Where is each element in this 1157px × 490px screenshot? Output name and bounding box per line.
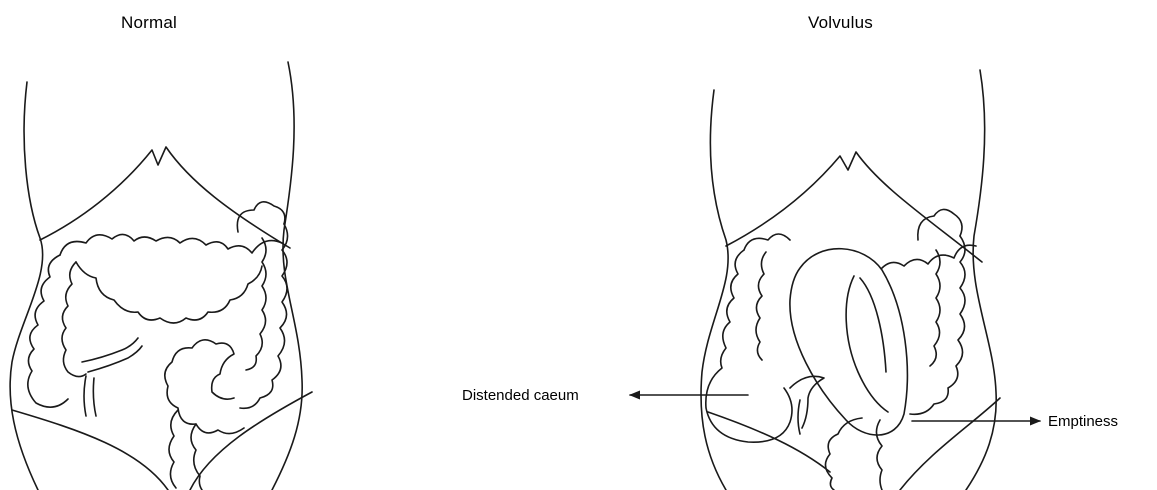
volvulus-ribcage-line xyxy=(726,152,982,262)
normal-descending-colon-inner xyxy=(246,238,266,370)
volvulus-descending-colon-inner xyxy=(930,250,940,366)
normal-abdomen-illustration xyxy=(10,62,312,490)
normal-ascending-colon xyxy=(28,255,68,407)
volvulus-sigmoid-loop-twist xyxy=(846,276,888,412)
volvulus-flexure-lobes xyxy=(918,209,962,240)
distended-caecum-label: Distended caeum xyxy=(462,387,579,404)
volvulus-distended-caecum xyxy=(706,250,792,442)
normal-torso-right-outline xyxy=(272,62,302,490)
volvulus-abdomen-illustration xyxy=(630,70,1040,490)
volvulus-pelvic-line-right xyxy=(900,398,1000,490)
normal-flexure-lobes xyxy=(237,202,285,232)
emptiness-label: Emptiness xyxy=(1048,413,1118,430)
volvulus-torso-right-outline xyxy=(966,70,996,490)
normal-appendix xyxy=(82,338,142,416)
volvulus-transverse-colon xyxy=(744,234,976,268)
volvulus-pelvic-line-left xyxy=(708,412,830,472)
normal-torso-left-outline xyxy=(10,82,43,490)
volvulus-ascending-colon-inner xyxy=(756,252,766,360)
normal-ribcage-line xyxy=(40,147,290,248)
volvulus-torso-left-outline xyxy=(701,90,728,490)
normal-transverse-colon xyxy=(60,234,282,255)
normal-pelvic-line-left xyxy=(12,410,168,490)
normal-sigmoid-colon xyxy=(165,340,244,434)
normal-descending-colon xyxy=(240,224,288,408)
normal-transverse-colon-inner xyxy=(76,262,262,323)
normal-ascending-colon-inner xyxy=(62,262,86,377)
volvulus-rectum xyxy=(825,418,882,490)
normal-colon xyxy=(28,202,288,490)
volvulus-colon xyxy=(706,209,976,490)
